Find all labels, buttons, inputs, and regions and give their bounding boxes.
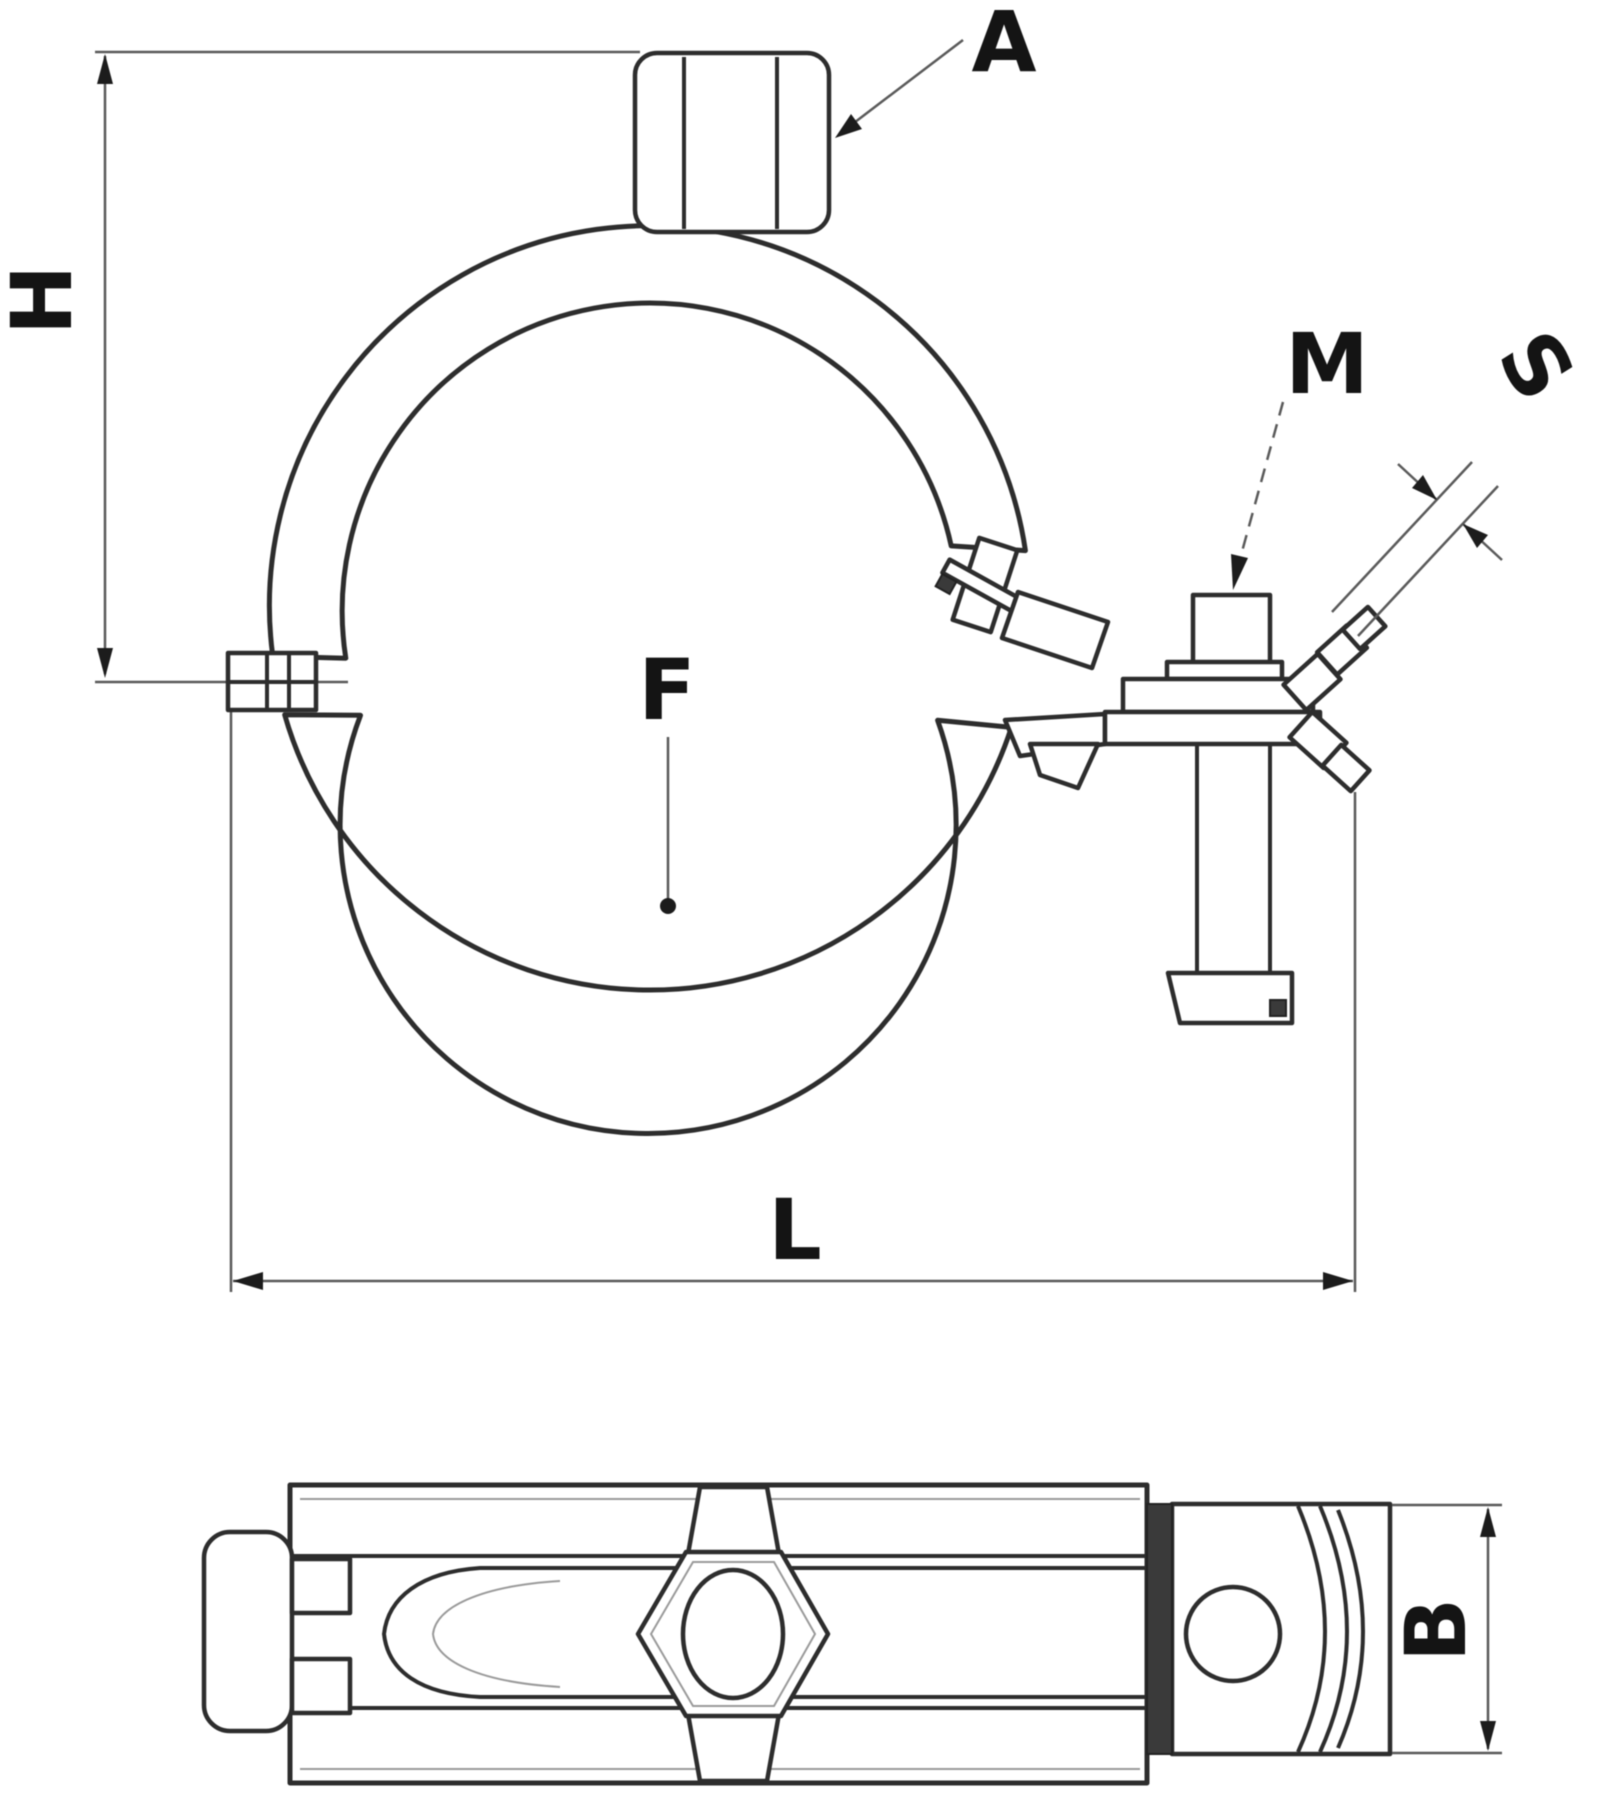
strap-bend — [1336, 1509, 1365, 1749]
callout-label-a: A — [971, 0, 1036, 91]
hinge-cap-side — [201, 1529, 353, 1734]
dimension-label-b: B — [1387, 1598, 1485, 1662]
dimension-label-h: H — [0, 265, 91, 335]
callout-label-f: F — [638, 641, 695, 739]
clamp-ring-upper-band — [266, 223, 1028, 661]
strap-bend — [1296, 1505, 1327, 1753]
screw-hole-side — [1183, 1584, 1283, 1684]
strap-side — [1146, 1501, 1393, 1757]
screw-head — [1165, 970, 1295, 1026]
hinge-tab — [225, 650, 319, 713]
dimension-label-s: S — [1478, 314, 1593, 417]
callout-M: M — [1231, 315, 1369, 590]
closure-assembly — [934, 535, 1388, 1026]
front-view: H L A M S — [0, 0, 1594, 1292]
lower-band-notch — [1027, 741, 1101, 791]
strap-bend — [1318, 1505, 1349, 1753]
pin-end — [934, 572, 958, 596]
dimension-S: S — [1331, 314, 1594, 637]
rubber-liner-outline — [381, 1566, 1147, 1699]
callout-F: F — [638, 641, 696, 914]
dimension-L: L — [233, 1181, 1353, 1290]
wing-lower — [1320, 742, 1372, 794]
flange-strip — [1164, 659, 1285, 682]
boss-hex-side — [635, 1484, 831, 1784]
boss-neck-top — [685, 1484, 782, 1557]
band-edge-on — [1146, 1503, 1173, 1755]
side-view: B — [201, 1482, 1502, 1786]
dimension-label-l: L — [768, 1181, 822, 1279]
hex-chamfer — [649, 1561, 817, 1707]
boss-neck-bottom — [685, 1711, 782, 1784]
screw-head-notch — [1269, 999, 1287, 1017]
flange-plate-lower — [1102, 709, 1323, 747]
flange-link — [999, 589, 1111, 671]
boss-bore — [680, 1567, 786, 1701]
clamp-ring-lower-band — [282, 712, 1014, 1136]
callout-label-m: M — [1285, 315, 1369, 413]
rubber-liner-inner — [431, 1580, 561, 1688]
callout-A: A — [835, 0, 1037, 138]
tension-nut — [1190, 592, 1273, 666]
dimension-H: H — [0, 54, 113, 678]
dimension-B: B — [1387, 1503, 1502, 1755]
threaded-boss — [632, 50, 832, 235]
